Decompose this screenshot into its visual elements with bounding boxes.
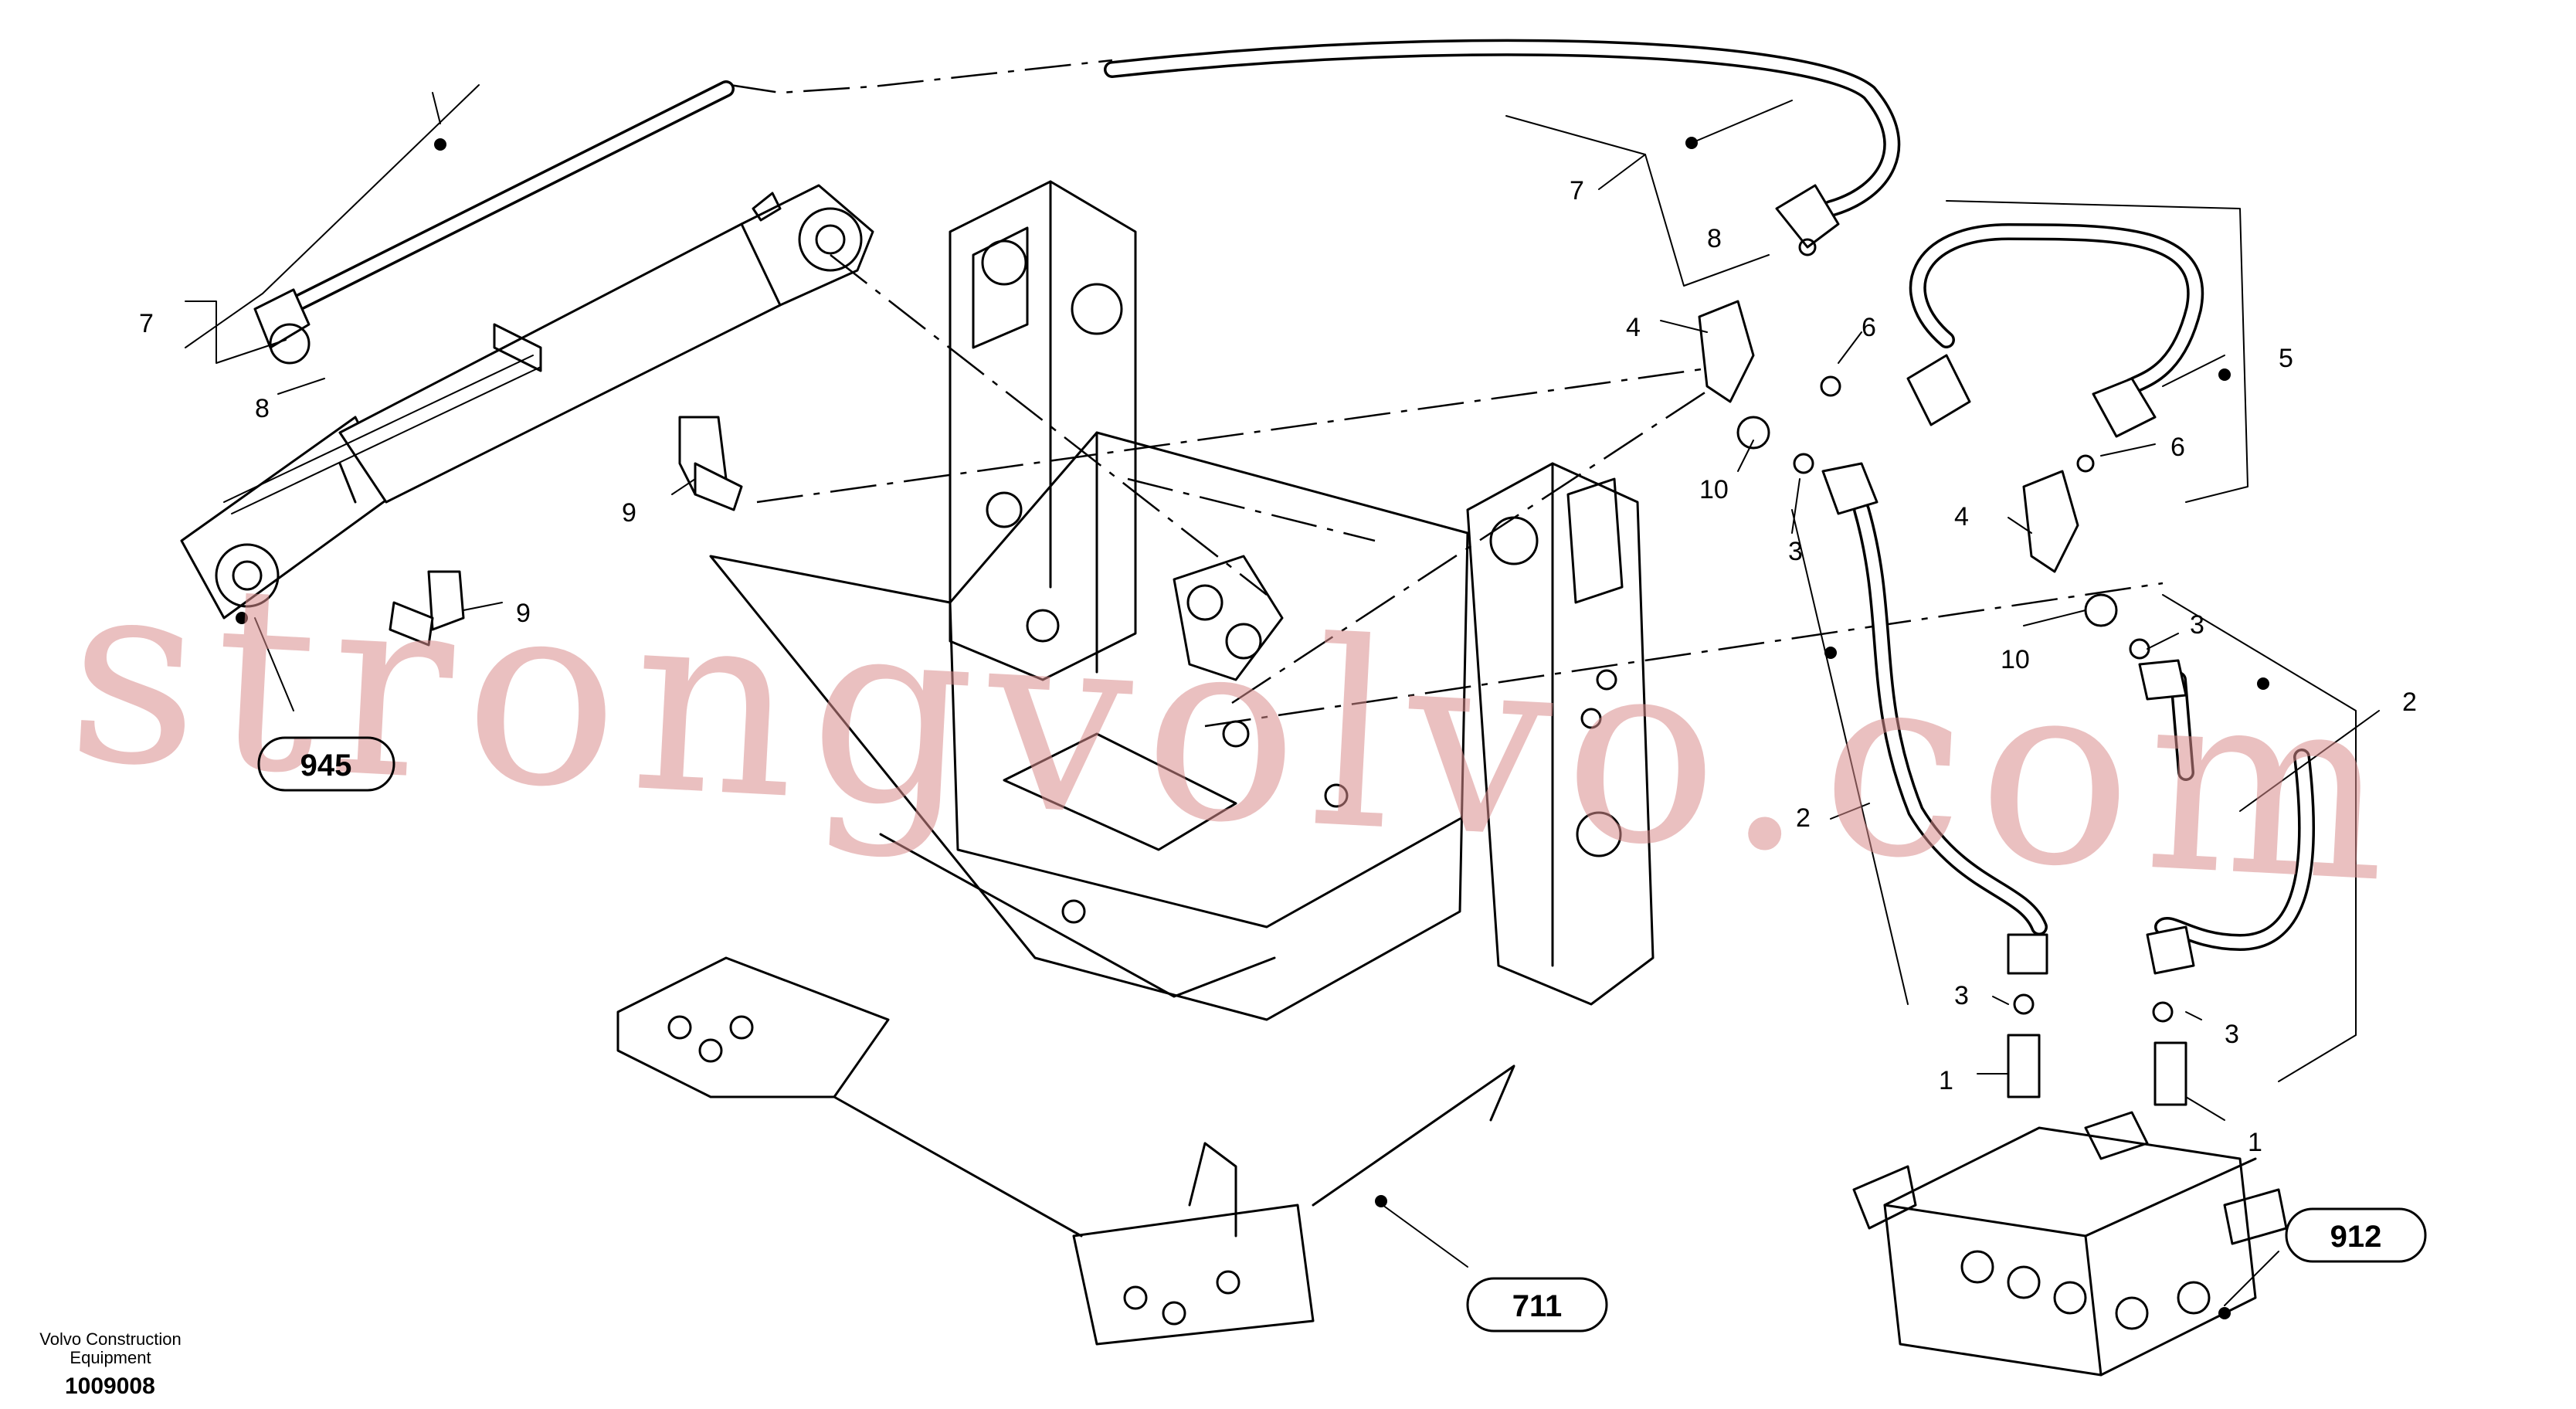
callout-numbers: 7 8 9 9 7 8 4 6 10 3 5 6 4 10 3 2 2 3 3 …	[139, 176, 2417, 1157]
callout-4-right: 4	[1954, 502, 1969, 531]
watermark: strongvolvo.com	[62, 521, 2409, 940]
callout-10-right: 10	[2001, 645, 2030, 674]
ref-912-label: 912	[2330, 1220, 2382, 1254]
hoses	[253, 39, 2316, 975]
callout-8-right: 8	[1707, 224, 1722, 253]
callout-3-top: 3	[1788, 537, 1803, 566]
callout-9-b: 9	[516, 599, 531, 628]
main-frame	[616, 180, 1655, 1346]
drawing-number: 1009008	[65, 1373, 155, 1399]
callout-9-a: 9	[622, 498, 636, 528]
callout-8-left: 8	[255, 394, 270, 423]
callout-7-right: 7	[1570, 176, 1584, 205]
callout-4-top: 4	[1626, 313, 1641, 342]
fittings	[1698, 238, 2187, 1106]
callout-3-bottom-right: 3	[2225, 1020, 2239, 1049]
callout-3-bottom-left: 3	[1954, 981, 1969, 1010]
callout-7-left: 7	[139, 309, 154, 338]
company-caption: Volvo Construction Equipment	[37, 1330, 184, 1367]
company-line-1: Volvo Construction	[39, 1329, 182, 1349]
callout-6-right: 6	[2170, 433, 2185, 462]
callout-3-right: 3	[2190, 610, 2204, 640]
ref-711[interactable]: 711	[1466, 1277, 1608, 1333]
company-line-2: Equipment	[70, 1348, 151, 1367]
callout-1-left: 1	[1939, 1066, 1953, 1095]
callout-1-right: 1	[2248, 1128, 2262, 1157]
control-valve	[1852, 1111, 2288, 1377]
callout-6-top: 6	[1862, 313, 1876, 342]
elbow-fittings-9	[389, 416, 743, 647]
callout-5: 5	[2279, 344, 2293, 373]
centre-lines	[729, 59, 2164, 728]
leader-lines	[185, 84, 2380, 1306]
ref-945[interactable]: 945	[257, 736, 395, 792]
ref-912[interactable]: 912	[2285, 1207, 2427, 1263]
hydraulic-cylinder	[180, 184, 874, 620]
ref-711-label: 711	[1512, 1289, 1563, 1323]
callout-2-right: 2	[2402, 688, 2417, 717]
leader-dots	[236, 137, 2269, 1319]
ref-945-label: 945	[300, 749, 352, 783]
callout-10-top: 10	[1699, 475, 1729, 504]
callout-2-left: 2	[1796, 803, 1811, 833]
